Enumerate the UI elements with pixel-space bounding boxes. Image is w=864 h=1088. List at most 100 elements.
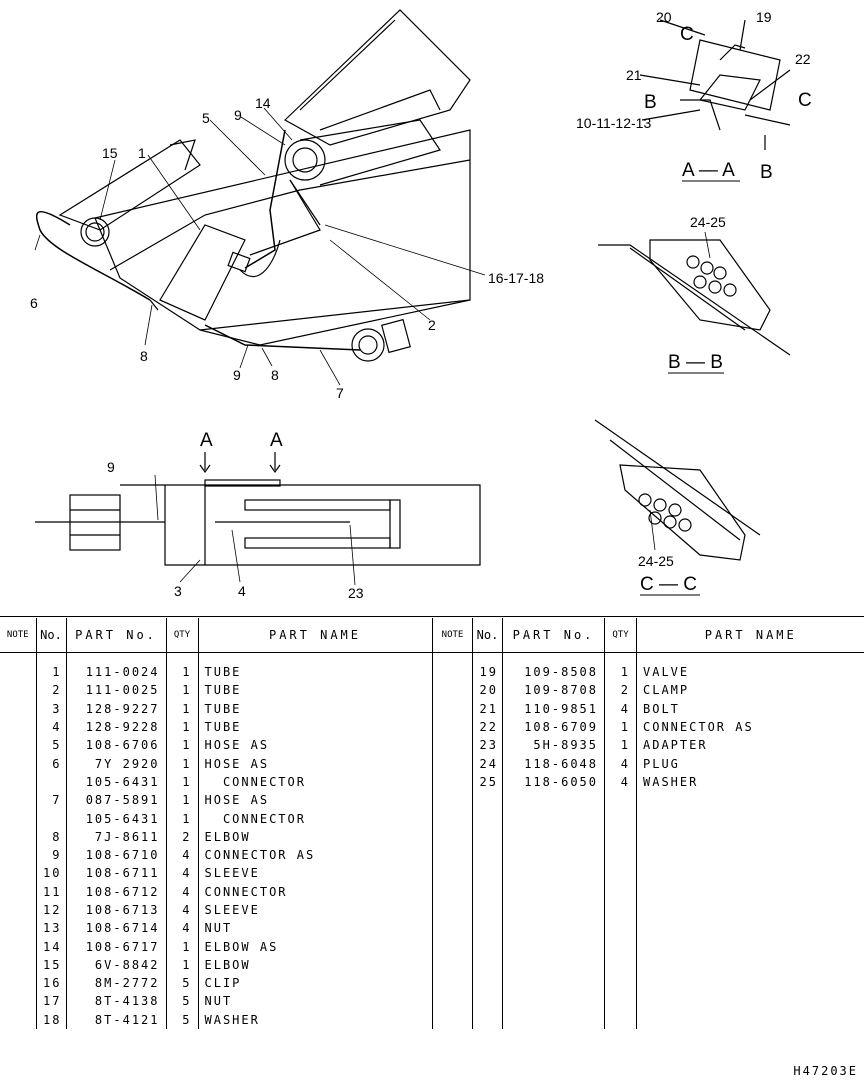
part-number [502,791,605,810]
part-number [502,809,605,828]
callout-23: 23 [348,585,364,601]
note-cell [0,828,36,846]
note-cell [433,956,473,974]
quantity [604,919,637,938]
part-name: ELBOW AS [197,937,433,956]
part-number: 105-6431 [65,772,166,792]
part-name [636,1010,864,1029]
part-name: TUBE [197,699,433,718]
quantity: 4 [165,919,198,938]
quantity [604,900,637,920]
callout-20: 20 [656,9,672,25]
note-cell [433,992,473,1010]
view-title-aa: A — A [682,160,735,181]
quantity: 1 [165,652,198,682]
quantity: 1 [604,717,637,737]
part-name: SLEEVE [197,900,433,920]
header-no: No. [35,618,67,653]
note-cell [0,681,36,699]
item-number: 15 [35,955,66,975]
note-cell [0,736,36,754]
quantity: 1 [165,937,198,956]
part-number: 118-6050 [502,772,605,792]
note-cell [433,681,473,699]
table-top-rule [0,616,864,617]
part-number [502,1010,605,1029]
table-row [433,845,864,865]
note-cell [0,992,36,1010]
callout-9b: 9 [233,367,241,383]
note-cell [0,1011,36,1029]
note-cell [0,653,36,682]
part-name: BOLT [636,699,864,718]
table-row [433,791,864,810]
view-title-bb: B — B [668,352,723,373]
part-number: 128-9227 [65,699,166,718]
part-number [502,937,605,956]
part-name: HOSE AS [197,754,433,773]
part-name: CONNECTOR [197,809,433,828]
part-number [502,882,605,901]
quantity: 1 [165,681,198,700]
part-name: WASHER [197,1010,433,1029]
part-name: HOSE AS [197,736,433,755]
callout-3: 3 [174,583,182,599]
quantity [604,809,637,828]
part-number [502,864,605,883]
section-mark-a-right: A [270,430,283,451]
part-number [502,900,605,920]
item-number: 16 [35,974,66,993]
part-name: NUT [197,992,433,1011]
item-number [472,992,503,1011]
part-name [636,937,864,956]
quantity: 1 [165,955,198,975]
note-cell [433,937,473,955]
part-name: CONNECTOR [197,882,433,901]
item-number: 6 [35,754,66,773]
item-number: 5 [35,736,66,755]
part-name: CLIP [197,974,433,993]
part-name: CONNECTOR [197,772,433,792]
note-cell [433,700,473,718]
part-number: 6V-8842 [65,955,166,975]
note-cell [433,974,473,992]
item-number: 7 [35,791,66,810]
section-mark-c-left: C [680,24,694,45]
note-cell [433,773,473,791]
part-name [636,791,864,810]
quantity [604,992,637,1011]
note-cell [0,791,36,809]
section-mark-b-left: B [644,92,657,113]
part-name: TUBE [197,717,433,737]
part-number: 108-6717 [65,937,166,956]
section-aa-detail [639,19,791,150]
part-name: SLEEVE [197,864,433,883]
item-number: 4 [35,717,66,737]
part-number: 108-6709 [502,717,605,737]
item-number [472,882,503,901]
quantity: 2 [165,827,198,846]
item-number: 2 [35,681,66,700]
part-name [636,900,864,920]
callout-7: 7 [336,385,344,401]
part-name: TUBE [197,652,433,682]
callout-22: 22 [795,51,811,67]
view-title-cc: C — C [640,574,697,595]
quantity [604,791,637,810]
callout-19: 19 [756,9,772,25]
